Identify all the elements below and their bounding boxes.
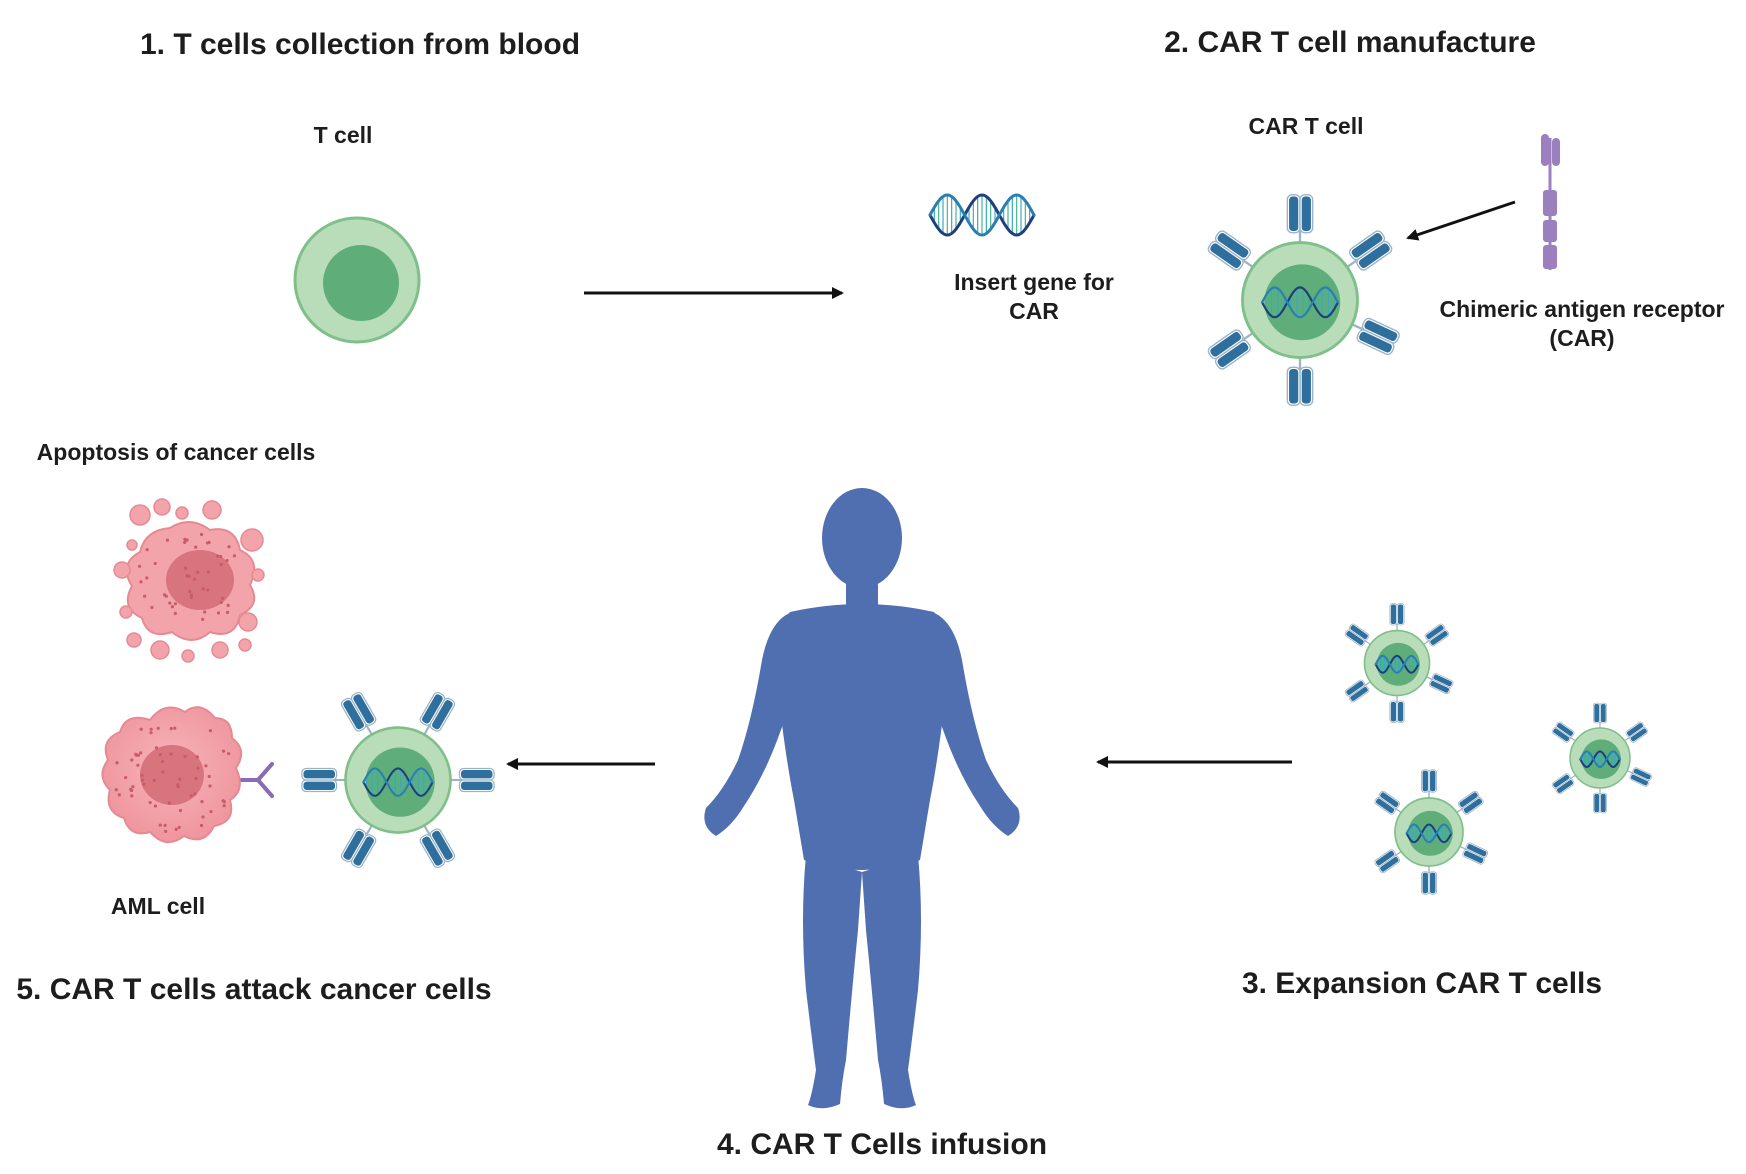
step-4-title: 4. CAR T Cells infusion — [716, 1128, 1048, 1161]
step-5-title: 5. CAR T cells attack cancer cells — [16, 973, 492, 1006]
car-receptor-label-line1: Chimeric antigen receptor — [1439, 296, 1725, 322]
attacking-car-t-cell-icon — [301, 691, 495, 869]
t-cell-icon — [293, 216, 421, 344]
aml-cell-label: AML cell — [110, 893, 206, 919]
arrow-car-to-cell — [1406, 200, 1516, 241]
step-3-title: 3. Expansion CAR T cells — [1241, 967, 1603, 1000]
apoptotic-cancer-cell-icon — [113, 498, 265, 663]
chimeric-antigen-receptor-icon — [1541, 134, 1560, 270]
apoptosis-label: Apoptosis of cancer cells — [36, 439, 316, 465]
expanded-car-t-cell-icon — [1551, 702, 1653, 814]
insert-gene-label-line2: CAR — [1009, 298, 1059, 324]
step-1-title: 1. T cells collection from blood — [139, 28, 581, 61]
expanded-car-t-cell-icon — [1374, 769, 1489, 895]
car-t-cell-label: CAR T cell — [1248, 113, 1364, 139]
aml-cell-icon — [101, 706, 243, 843]
step-2-title: 2. CAR T cell manufacture — [1164, 26, 1536, 59]
car-receptor-label-line2: (CAR) — [1549, 325, 1615, 351]
insert-gene-label-line1: Insert gene for — [954, 269, 1114, 295]
expanded-car-t-cell-icon — [1344, 603, 1454, 723]
human-body-icon — [704, 488, 1020, 1109]
dna-icon — [928, 193, 1036, 237]
t-cell-label: T cell — [313, 122, 373, 148]
car-t-cell-icon — [1207, 194, 1400, 406]
